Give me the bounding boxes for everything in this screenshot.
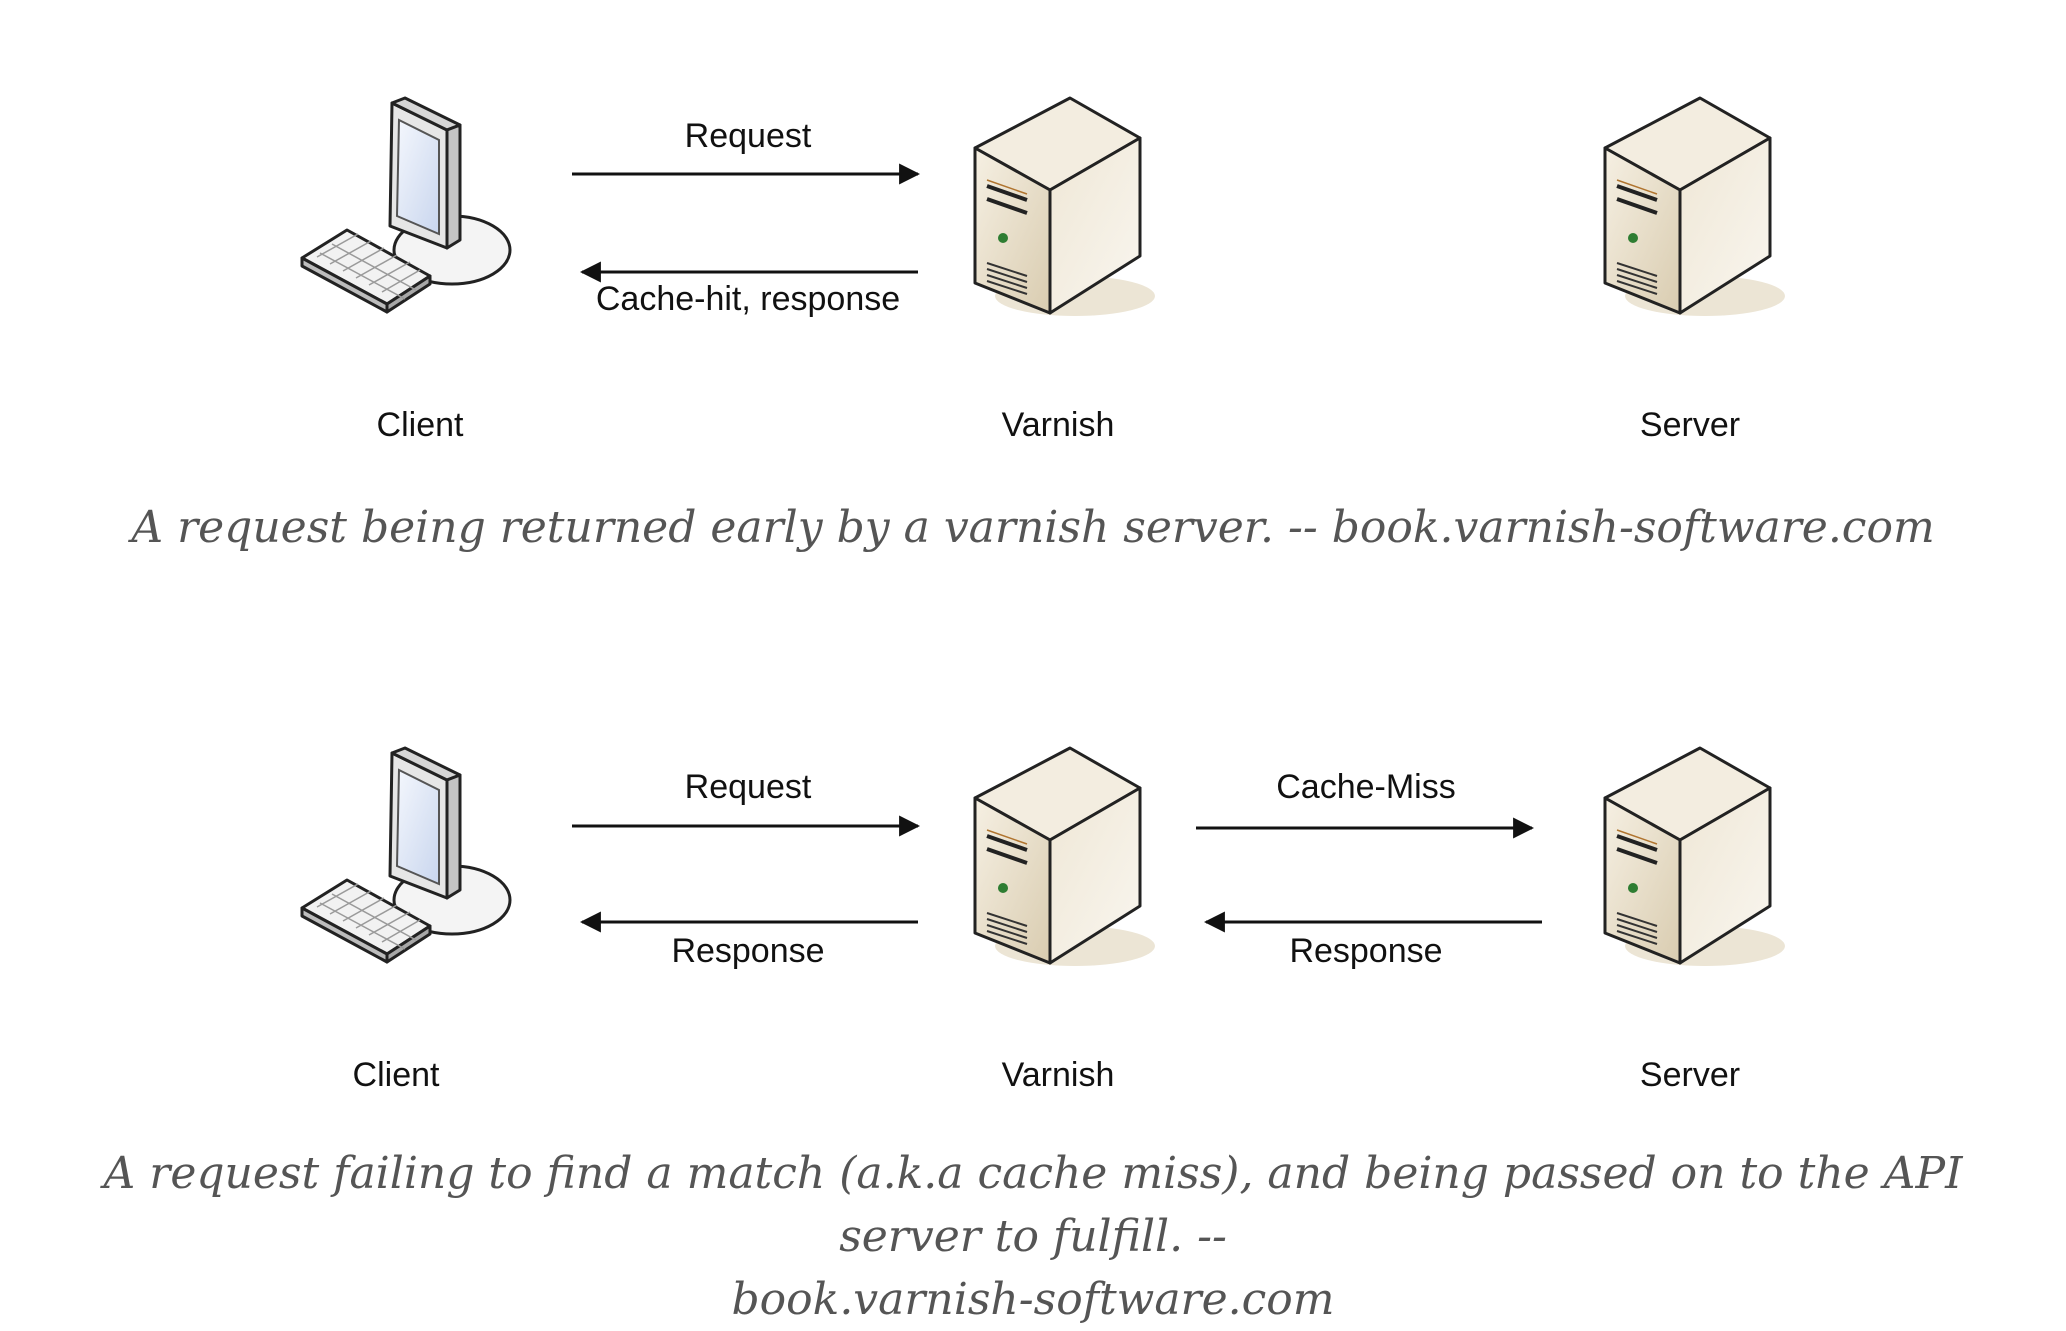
caption-cache-miss-line1: A request failing to find a match (a.k.a… (103, 1148, 1963, 1262)
varnish-label: Varnish (1002, 1056, 1115, 1094)
server-response-label: Response (1289, 932, 1442, 970)
origin-server-icon (1603, 746, 1787, 968)
varnish-server-icon (973, 96, 1157, 318)
caption-cache-hit-text: A request being returned early by a varn… (131, 502, 1935, 553)
caption-cache-hit: A request being returned early by a varn… (40, 496, 2026, 559)
response-label: Response (671, 932, 824, 970)
client-computer-icon (300, 96, 512, 314)
request-label: Request (685, 117, 812, 155)
cache-miss-label: Cache-Miss (1276, 768, 1455, 806)
cache-hit-response-label: Cache-hit, response (596, 280, 900, 318)
diagram-cache-miss: Request Response Cache-Miss Response Cli… (300, 746, 1787, 1094)
caption-cache-miss: A request failing to find a match (a.k.a… (40, 1142, 2026, 1331)
varnish-server-icon (973, 746, 1157, 968)
client-label: Client (377, 406, 464, 444)
client-label: Client (353, 1056, 440, 1094)
diagram-cache-hit: Request Cache-hit, response Client Varni… (300, 96, 1787, 444)
client-computer-icon (300, 746, 512, 964)
varnish-label: Varnish (1002, 406, 1115, 444)
request-label: Request (685, 768, 812, 806)
caption-cache-miss-line2: book.varnish-software.com (731, 1274, 1335, 1325)
origin-server-icon (1603, 96, 1787, 318)
server-label: Server (1640, 406, 1740, 444)
server-label: Server (1640, 1056, 1740, 1094)
